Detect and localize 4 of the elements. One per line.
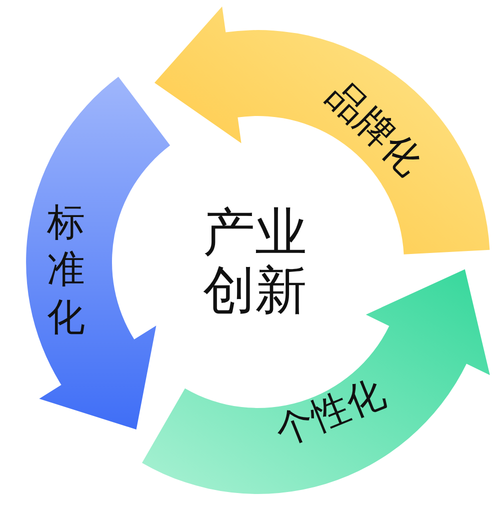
arrow-label: 标准化 bbox=[47, 198, 85, 340]
arrow-label: 个性化 bbox=[270, 373, 390, 451]
arrow-label: 品牌化 bbox=[320, 74, 430, 182]
center-title: 产业创新 bbox=[199, 204, 311, 320]
